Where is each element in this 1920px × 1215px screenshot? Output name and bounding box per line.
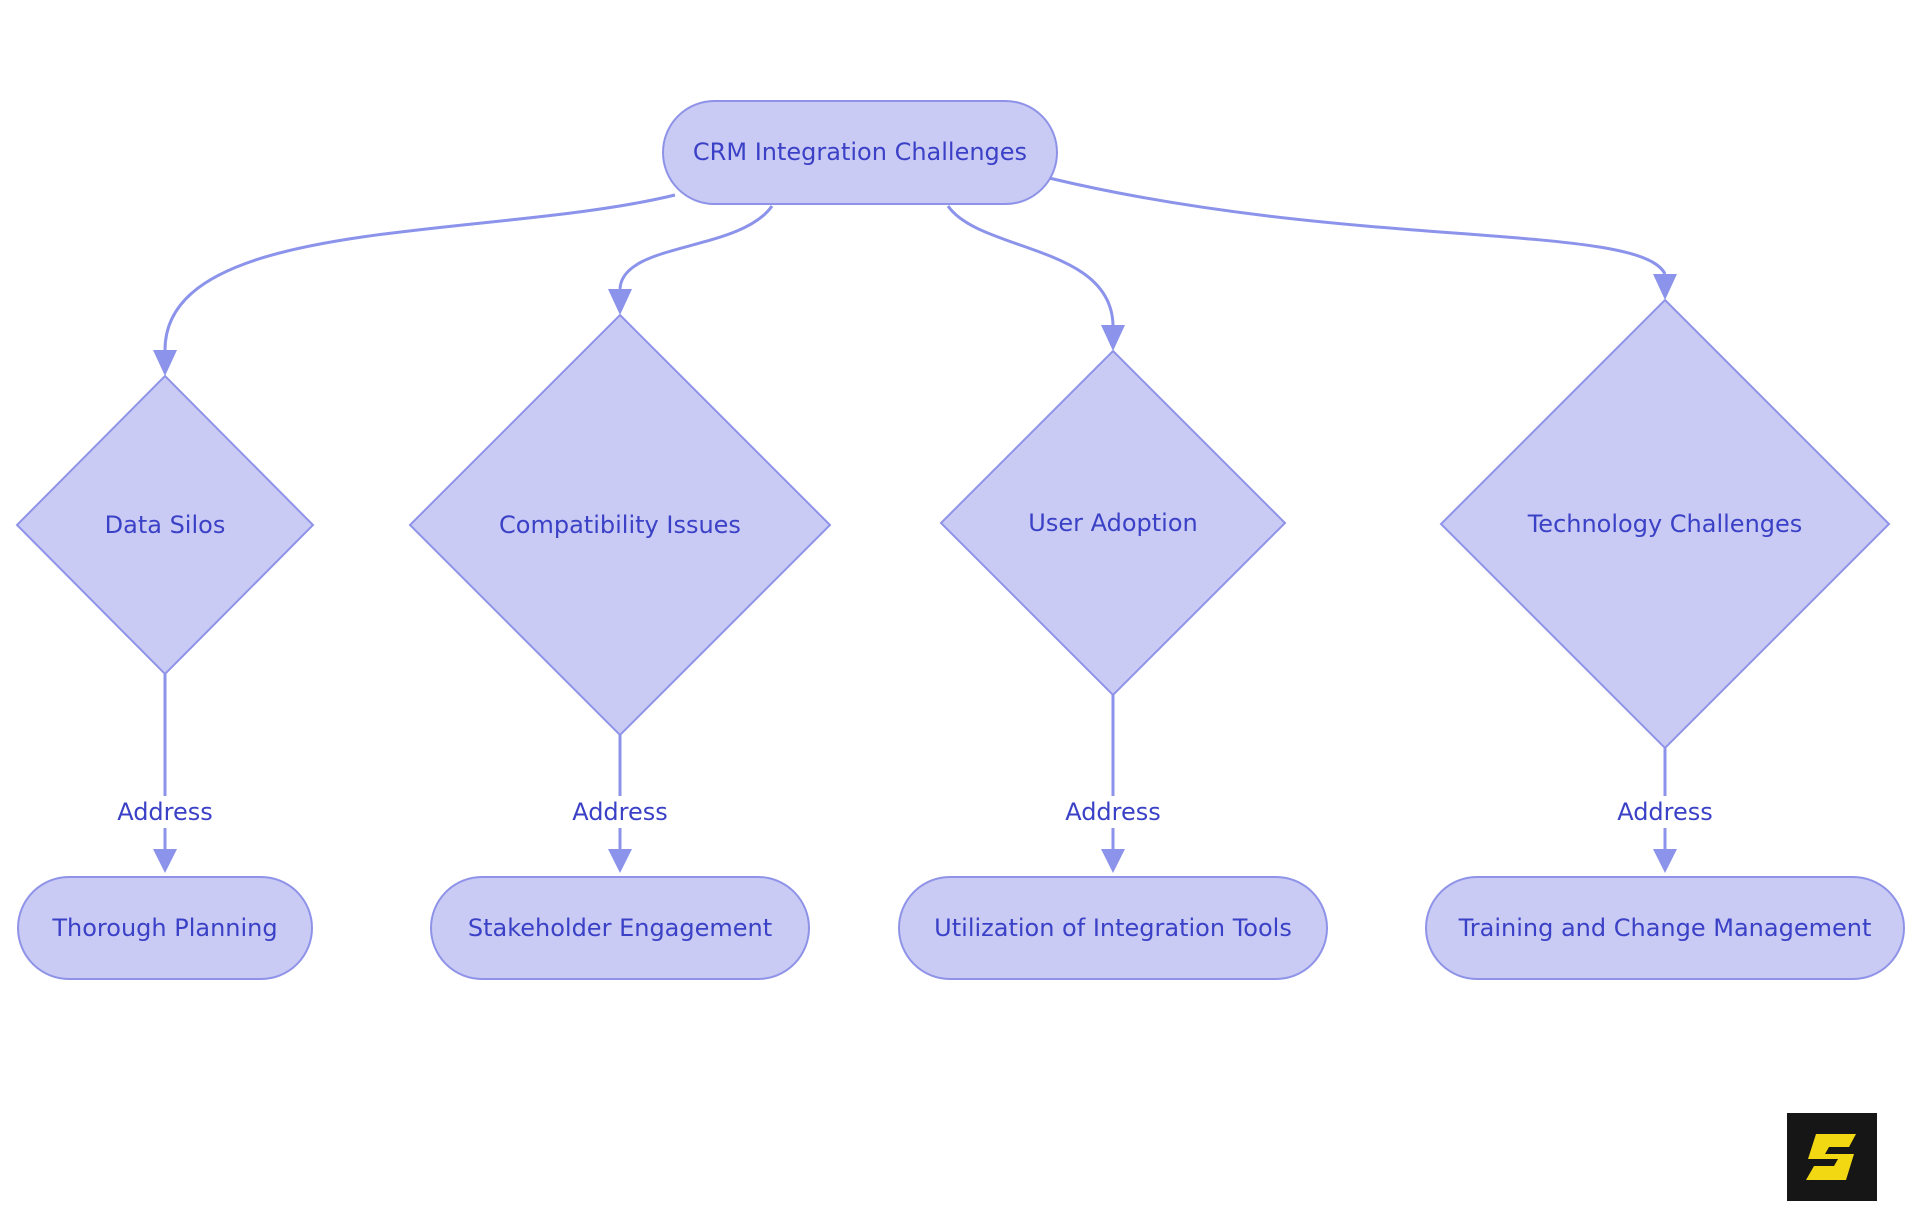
arrowhead-data-silos [153, 350, 177, 376]
arrowhead-stakeholder-engagement [608, 849, 632, 873]
arrowhead-integration-tools [1101, 849, 1125, 873]
diamond-user-adoption [939, 349, 1287, 697]
edge-label-address-4: Address [1565, 796, 1765, 828]
edge-label-address-1: Address [65, 796, 265, 828]
s-glyph [1806, 1134, 1856, 1180]
edge-root-to-data-silos [163, 193, 676, 351]
brand-logo [1787, 1113, 1877, 1201]
arrowhead-training-change [1653, 849, 1677, 873]
solution-node-stakeholder-engagement: Stakeholder Engagement [430, 876, 810, 980]
edge-label-text: Address [564, 796, 676, 828]
diamond-label-data-silos: Data Silos [104, 511, 226, 539]
edge-label-address-3: Address [1013, 796, 1213, 828]
solution-label: Utilization of Integration Tools [934, 913, 1292, 942]
arrowhead-user-adoption [1101, 325, 1125, 351]
solution-node-thorough-planning: Thorough Planning [17, 876, 313, 980]
edge-root-to-technology-challenges [1048, 176, 1667, 275]
edge-label-address-2: Address [520, 796, 720, 828]
edge-root-to-user-adoption [946, 205, 1115, 326]
arrowhead-technology-challenges [1653, 274, 1677, 300]
angular-s-icon [1806, 1134, 1856, 1180]
solution-label: Thorough Planning [52, 913, 278, 942]
edge-label-text: Address [1609, 796, 1721, 828]
edge-label-text: Address [1057, 796, 1169, 828]
edge-root-to-compatibility-issues [618, 205, 774, 290]
arrowhead-compatibility-issues [608, 289, 632, 315]
diamond-technology-challenges [1439, 298, 1891, 750]
diamond-label-technology-challenges: Technology Challenges [1527, 510, 1803, 538]
edge-label-text: Address [109, 796, 221, 828]
diamond-label-user-adoption: User Adoption [1028, 509, 1198, 537]
diamond-data-silos [15, 374, 315, 676]
solution-node-training-change-management: Training and Change Management [1425, 876, 1905, 980]
root-node: CRM Integration Challenges [662, 100, 1058, 205]
diamond-compatibility-issues [408, 313, 832, 737]
root-node-label: CRM Integration Challenges [692, 138, 1028, 167]
solution-node-integration-tools: Utilization of Integration Tools [898, 876, 1328, 980]
diamond-label-compatibility-issues: Compatibility Issues [499, 511, 741, 539]
arrowhead-thorough-planning [153, 849, 177, 873]
solution-label: Training and Change Management [1458, 913, 1872, 942]
solution-label: Stakeholder Engagement [467, 913, 773, 942]
